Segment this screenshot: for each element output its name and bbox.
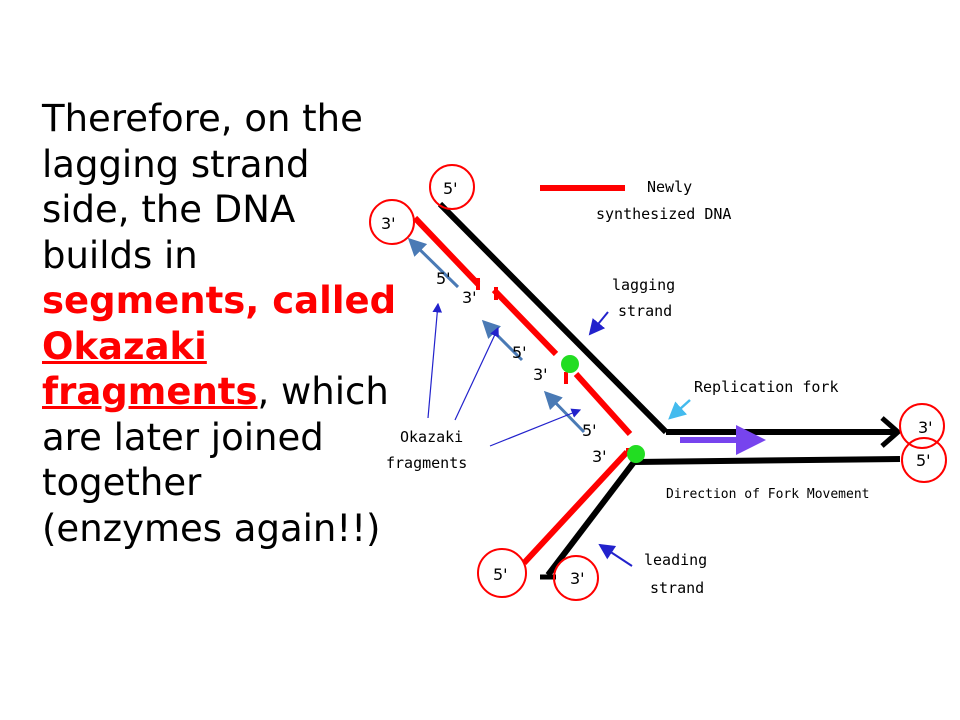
upper-strand-hook [880, 416, 902, 448]
label-bottom-3: 3' [570, 569, 585, 588]
label-bottom-5: 5' [493, 565, 508, 584]
synthesis-arrow-1 [407, 237, 460, 289]
text-line: side, the DNA [42, 188, 296, 231]
okazaki-pointer-1 [427, 302, 443, 419]
circle-right-3 [899, 403, 945, 449]
lagging-strand-pointer [588, 311, 609, 336]
okazaki-fragment-3 [573, 371, 633, 437]
leading-label-line1: leading [644, 551, 707, 569]
text-line: are later joined [42, 415, 324, 459]
fork-direction-label: Direction of Fork Movement [666, 487, 870, 502]
slide-body-text: Therefore, on the lagging strand side, t… [42, 96, 412, 551]
replication-fork-pointer [668, 399, 691, 420]
lower-strand-outer [545, 460, 637, 577]
primer-dot-lower [627, 445, 645, 463]
okazaki-pointers [427, 302, 633, 567]
label-frag3-3: 3' [592, 447, 607, 466]
legend-label-line1: Newly [647, 178, 692, 196]
highlight-segments: segments, called [42, 279, 397, 322]
upper-strand-outer [437, 201, 669, 435]
label-frag2-5: 5' [512, 343, 527, 362]
circle-right-5 [901, 437, 947, 483]
label-frag1-5: 5' [436, 269, 451, 288]
synthesis-arrow-3 [543, 390, 586, 434]
new-dna [412, 185, 634, 566]
text-which: , which [257, 370, 389, 413]
label-frag1-3: 3' [462, 288, 477, 307]
lagging-label-line1: lagging [612, 276, 675, 294]
highlight-okazaki: Okazaki [42, 324, 207, 368]
label-right-3: 3' [918, 418, 933, 437]
replication-fork-label: Replication fork [694, 378, 839, 396]
leading-strand-pointer [598, 543, 633, 567]
okazaki-pointer-2 [454, 326, 499, 421]
text-line: (enzymes again!!) [42, 506, 381, 550]
okazaki-label-line1: Okazaki [400, 428, 463, 446]
leading-label-line2: strand [650, 579, 704, 597]
circle-top-3 [369, 199, 415, 245]
circle-bottom-3 [553, 555, 599, 601]
okazaki-fragment-2 [491, 287, 559, 357]
circle-bottom-5 [477, 548, 527, 598]
text-line: builds in [42, 233, 198, 277]
circle-top-5 [429, 164, 475, 210]
text-line: together [42, 461, 202, 504]
text-line-fragments: fragments, which [42, 369, 412, 415]
label-frag2-3: 3' [533, 365, 548, 384]
leading-strand-new [521, 449, 630, 566]
okazaki-fragment-1 [412, 215, 481, 287]
okazaki-pointer-3 [489, 408, 582, 447]
label-right-5: 5' [916, 451, 931, 470]
legend-label-line2: synthesized DNA [596, 205, 731, 223]
end-circles [369, 164, 947, 601]
lower-strand-right [633, 456, 901, 465]
okazaki-label-line2: fragments [386, 454, 467, 472]
label-frag3-5: 5' [582, 421, 597, 440]
label-top-3: 3' [381, 214, 396, 233]
text-line: Therefore, on the [42, 97, 363, 140]
lagging-label-line2: strand [618, 302, 672, 320]
label-top-5: 5' [443, 179, 458, 198]
primer-dot-upper [561, 355, 579, 373]
highlight-fragments: fragments [42, 370, 258, 413]
text-line: lagging strand [42, 142, 310, 186]
